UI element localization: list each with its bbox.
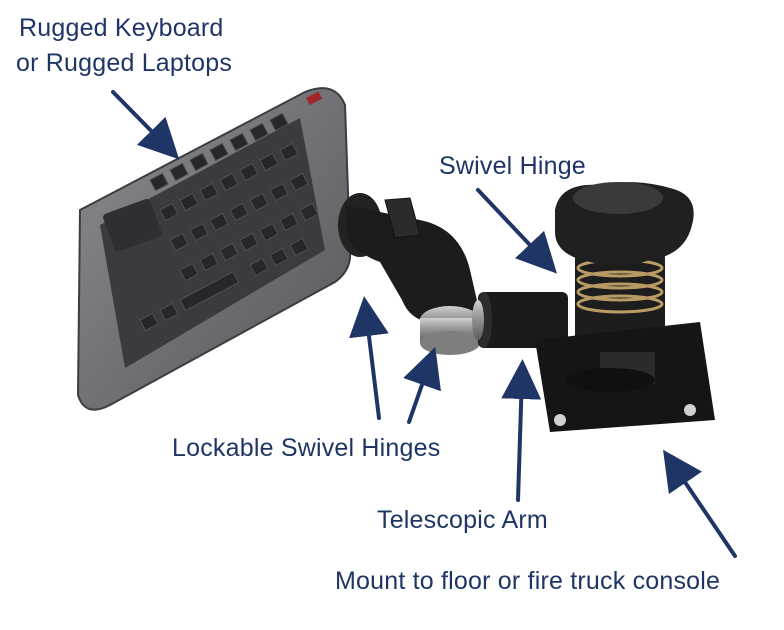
arrow-swivel-hinge bbox=[476, 188, 557, 274]
keyboard-keys bbox=[139, 112, 319, 332]
lockable-swivel-arm bbox=[338, 193, 480, 355]
label-swivel-hinge: Swivel Hinge bbox=[439, 152, 586, 180]
telescopic-arm bbox=[472, 292, 568, 348]
label-mount: Mount to floor or fire truck console bbox=[335, 567, 721, 595]
label-keyboard-line1: Rugged Keyboard bbox=[19, 14, 224, 42]
arrow-lockable-2 bbox=[403, 346, 441, 424]
rugged-keyboard bbox=[76, 87, 352, 411]
label-telescopic-arm: Telescopic Arm bbox=[377, 506, 548, 534]
arrow-mount bbox=[663, 449, 737, 558]
mounting-base bbox=[535, 322, 715, 432]
status-light bbox=[305, 91, 323, 106]
arrow-telescopic bbox=[501, 359, 542, 502]
label-lockable-swivel-hinges: Lockable Swivel Hinges bbox=[172, 434, 441, 462]
arrow-lockable-1 bbox=[349, 296, 389, 420]
label-keyboard-line2: or Rugged Laptops bbox=[16, 49, 233, 77]
arrow-keyboard bbox=[111, 90, 180, 160]
callout-arrows bbox=[111, 90, 737, 558]
touchpad bbox=[103, 199, 162, 252]
